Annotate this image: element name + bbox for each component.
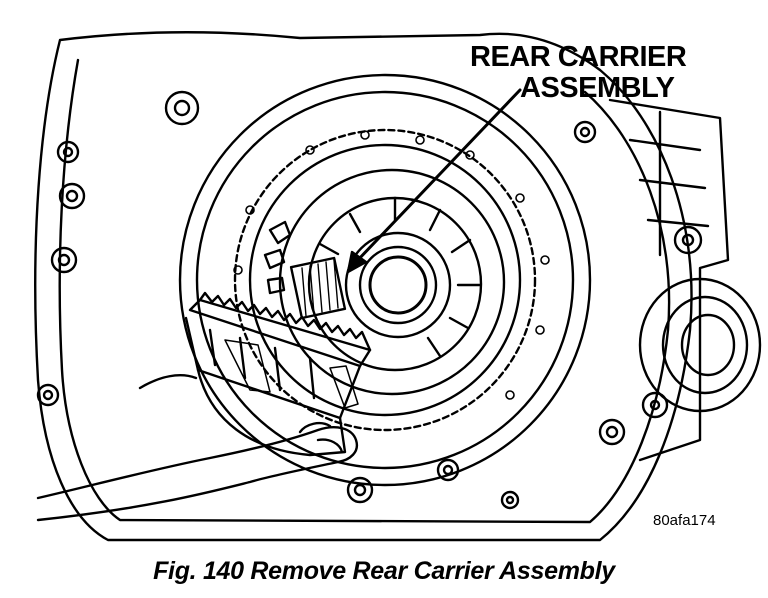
rear-carrier-assembly: [184, 256, 372, 457]
clutch-housing-outer: [178, 73, 592, 487]
right-housing: [608, 98, 730, 462]
hub: [344, 231, 452, 339]
callout-label-line2: ASSEMBLY: [520, 72, 675, 104]
hand: [36, 426, 359, 522]
figure-caption: Fig. 140 Remove Rear Carrier Assembly: [153, 557, 615, 585]
callout-leader: [354, 88, 522, 264]
clutch-pack: [233, 128, 537, 432]
case-inner-rim: [58, 58, 671, 524]
case-outline: [34, 31, 693, 542]
callout-label-line1: REAR CARRIER: [470, 41, 687, 73]
drawing-code: 80afa174: [653, 512, 716, 529]
